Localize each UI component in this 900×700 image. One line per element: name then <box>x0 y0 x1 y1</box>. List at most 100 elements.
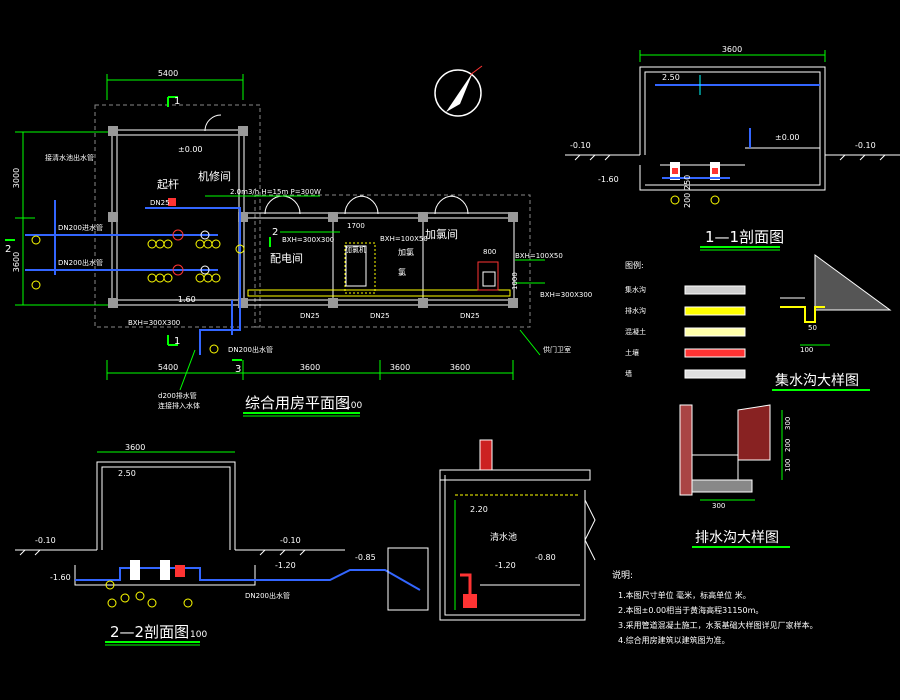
pipe-label-d: d200排水管 <box>158 391 197 400</box>
note-line-3: 3.采用管道混凝土施工，水泵基础大样图详见厂家样本。 <box>618 620 818 630</box>
legend-swatch-2 <box>684 327 746 337</box>
pipe-label-b: DN200出水管 <box>58 258 103 267</box>
sec22-elev-6: -0.85 <box>355 553 376 562</box>
sec11-elev-2: -0.10 <box>570 141 591 150</box>
pump-spec: 2.0m3/h H=15m P=300W <box>230 188 321 196</box>
legend-swatch-1 <box>684 306 746 316</box>
sec22-pipe-label: DN200出水管 <box>245 591 290 600</box>
section-1-1-text: 3600 2.50 -0.10 ±0.00 -1.60 -0.10 250 20… <box>570 45 876 208</box>
section-mark-1-bottom: 1 <box>174 336 180 347</box>
trench-label-5: BXH=300X300 <box>540 291 592 299</box>
ground-hatch-22 <box>19 549 306 556</box>
section-mark-3: 3 <box>235 364 241 375</box>
collect-dim-1: 50 <box>808 324 817 332</box>
sec11-elev-5: -0.10 <box>855 141 876 150</box>
drain-trench-plan <box>247 289 511 297</box>
section-2-2-scale: 100 <box>190 630 207 640</box>
legend-swatch-3 <box>684 348 746 358</box>
plan-view <box>5 74 545 391</box>
legend-label-0: 集水沟 <box>625 285 646 294</box>
trench-label-4: BXH=100X50 <box>515 252 563 260</box>
legend-label-3: 土壤 <box>625 348 639 357</box>
plan-dim-bottom-1: 3600 <box>300 363 320 372</box>
room-distribution: 配电间 <box>270 252 303 265</box>
drain-dim-2: 200 <box>784 439 792 452</box>
sec22-elev-3: -1.60 <box>50 573 71 582</box>
note-line-2: 2.本图±0.00相当于黄海高程31150m。 <box>618 605 763 615</box>
pipe-label-a: DN200进水管 <box>58 223 103 232</box>
sec11-elev-1: 2.50 <box>662 73 680 82</box>
plan-dim-left-1: 3000 <box>12 168 21 188</box>
plan-scale: 100 <box>345 401 362 411</box>
note-line-4: 4.综合用房建筑以建筑图为准。 <box>618 635 730 645</box>
section-mark-2-right: 2 <box>272 227 278 238</box>
section-markers <box>5 96 271 361</box>
plan-elev: ±0.00 <box>178 145 203 154</box>
legend-label-1: 排水沟 <box>625 306 646 315</box>
plan-text: 5400 5400 3600 3600 3600 3000 3600 机修间 起… <box>5 69 592 410</box>
plan-title: 综合用房平面图 <box>245 394 350 412</box>
legend-swatch-0 <box>684 285 746 295</box>
drain-dim-3: 100 <box>784 459 792 472</box>
drain-dim-4: 300 <box>712 502 725 510</box>
callout-markers-22 <box>105 580 193 608</box>
dim-1700: 1700 <box>347 222 365 230</box>
sec22-elev-1: 2.50 <box>118 469 136 478</box>
north-arrow-icon <box>434 65 483 117</box>
note-line-1: 1.本图尺寸单位 毫米，标高单位 米。 <box>618 590 751 600</box>
section-2-2-text: 3600 2.50 -0.10 -1.60 -1.20 -0.10 -0.85 … <box>35 443 556 600</box>
leader-lines <box>179 195 545 391</box>
sec11-dim-v1: 250 <box>683 175 692 190</box>
sec22-elev-2: -0.10 <box>35 536 56 545</box>
drain-dim-1: 300 <box>784 417 792 430</box>
plan-dashed-outline <box>94 104 261 328</box>
from-water-label: 接清水池出水管 <box>45 153 94 162</box>
sec11-elev-4: -1.60 <box>598 175 619 184</box>
dn25-4: DN25 <box>150 199 170 207</box>
plan-dim-bottom-3: 3600 <box>450 363 470 372</box>
plan-dim-top: 5400 <box>158 69 178 78</box>
legend-label-2: 混凝土 <box>625 327 646 336</box>
room-chlorinator: 加氯机 <box>345 245 366 254</box>
legend-heading: 图例: <box>625 260 644 270</box>
legend-swatch-4 <box>684 369 746 379</box>
notes-heading: 说明: <box>612 569 633 581</box>
room-crane: 起杆 <box>157 177 179 191</box>
legend-label-4: 墙 <box>625 369 632 378</box>
dn25-1: DN25 <box>300 312 320 320</box>
room-dosing: 加氯间 <box>425 227 458 241</box>
plan-dim-left-2: 3600 <box>12 252 21 272</box>
trench-label-1: BXH=300X300 <box>128 319 180 327</box>
sec11-dim-v2: 200 <box>683 193 692 208</box>
sec22-elev-9: 2.20 <box>470 505 488 514</box>
ground-hatch-11 <box>574 154 886 161</box>
section-1-1 <box>565 50 900 205</box>
sec11-dim: 3600 <box>722 45 742 54</box>
sec11-elev-3: ±0.00 <box>775 133 800 142</box>
sec22-tank-label: 清水池 <box>490 531 517 543</box>
sec22-elev-8: -0.80 <box>535 553 556 562</box>
plan-dim-bottom-2: 3600 <box>390 363 410 372</box>
collect-dim-2: 100 <box>800 346 813 354</box>
sec22-elev-7: -1.20 <box>495 561 516 570</box>
room-chlorine-2: 氯 <box>398 267 406 277</box>
dn25-3: DN25 <box>460 312 480 320</box>
sec22-elev-5: -0.10 <box>280 536 301 545</box>
pipe-label-c: DN200出水管 <box>228 345 273 354</box>
plan-dim-bottom-left: 5400 <box>158 363 178 372</box>
section-2-2-title: 2—2剖面图 <box>110 623 189 641</box>
room-chlorine: 加氯 <box>398 247 414 257</box>
dim-800: 800 <box>483 248 496 256</box>
section-2-2 <box>15 439 596 621</box>
section-mark-1-top: 1 <box>174 96 180 107</box>
section-mark-2-left: 2 <box>5 244 11 255</box>
sec22-elev-4: -1.20 <box>275 561 296 570</box>
detail-drain-title: 排水沟大样图 <box>695 530 779 546</box>
detail-collect-title: 集水沟大样图 <box>775 372 859 389</box>
trench-label-2: BXH=300X300 <box>282 236 334 244</box>
plan-elev-low: -1.60 <box>175 295 196 304</box>
trench-label-3: BXH=100X50 <box>380 235 428 243</box>
dn25-2: DN25 <box>370 312 390 320</box>
